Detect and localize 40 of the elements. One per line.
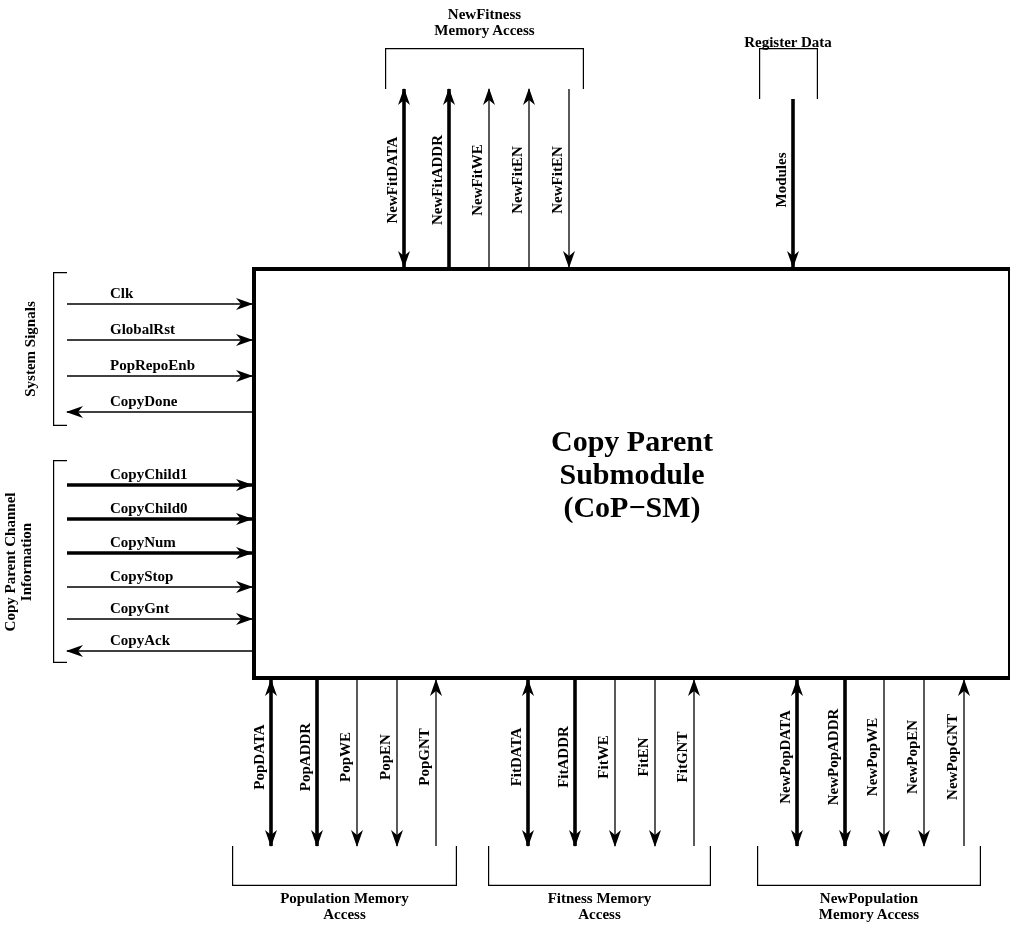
group-label: Register Data bbox=[743, 34, 833, 50]
signal-label: PopEN bbox=[377, 734, 393, 780]
group-label: NewFitness Memory Access bbox=[433, 6, 536, 38]
signal-label: FitDATA bbox=[508, 727, 524, 787]
signal-label: NewFitEN bbox=[549, 146, 565, 214]
signal-label: NewFitEN bbox=[509, 146, 525, 214]
signal-label: NewFitDATA bbox=[384, 136, 400, 224]
signal-label: FitADDR bbox=[555, 726, 571, 788]
group-label: Population Memory Access bbox=[279, 890, 410, 922]
signal-label: PopGNT bbox=[416, 728, 432, 786]
signal-label: Clk bbox=[110, 285, 134, 301]
group-label: Copy Parent Channel Information bbox=[2, 491, 34, 633]
group-label: Fitness Memory Access bbox=[546, 890, 653, 922]
signal-label: FitEN bbox=[635, 737, 651, 777]
signal-label: CopyDone bbox=[110, 393, 178, 409]
signal-label: NewPopEN bbox=[904, 719, 920, 795]
signal-label: CopyChild1 bbox=[110, 466, 188, 482]
signal-label: FitWE bbox=[595, 735, 611, 779]
signal-label: CopyChild0 bbox=[110, 500, 188, 516]
signal-label: Modules bbox=[773, 152, 789, 208]
signal-label: NewPopGNT bbox=[944, 714, 960, 800]
signal-label: PopRepoEnb bbox=[110, 357, 196, 373]
group-label: NewPopulation Memory Access bbox=[817, 890, 921, 922]
signal-label: NewPopWE bbox=[864, 717, 880, 797]
signal-label: FitGNT bbox=[674, 731, 690, 783]
signal-label: NewPopADDR bbox=[825, 708, 841, 806]
group-label: System Signals bbox=[22, 300, 38, 399]
signal-label: PopWE bbox=[337, 732, 353, 782]
signal-label: CopyStop bbox=[110, 568, 174, 584]
signal-label: CopyNum bbox=[110, 534, 176, 550]
signal-label: PopDATA bbox=[251, 724, 267, 790]
signal-label: NewFitADDR bbox=[429, 135, 445, 225]
signal-label: CopyAck bbox=[110, 632, 170, 648]
module-box bbox=[252, 267, 1010, 680]
module-title: Copy Parent Submodule (CoP−SM) bbox=[550, 424, 714, 523]
signal-label: GlobalRst bbox=[110, 321, 175, 337]
signal-label: NewFitWE bbox=[469, 144, 485, 216]
signal-label: CopyGnt bbox=[110, 600, 170, 616]
signal-label: PopADDR bbox=[297, 722, 313, 792]
signal-label: NewPopDATA bbox=[777, 710, 793, 804]
